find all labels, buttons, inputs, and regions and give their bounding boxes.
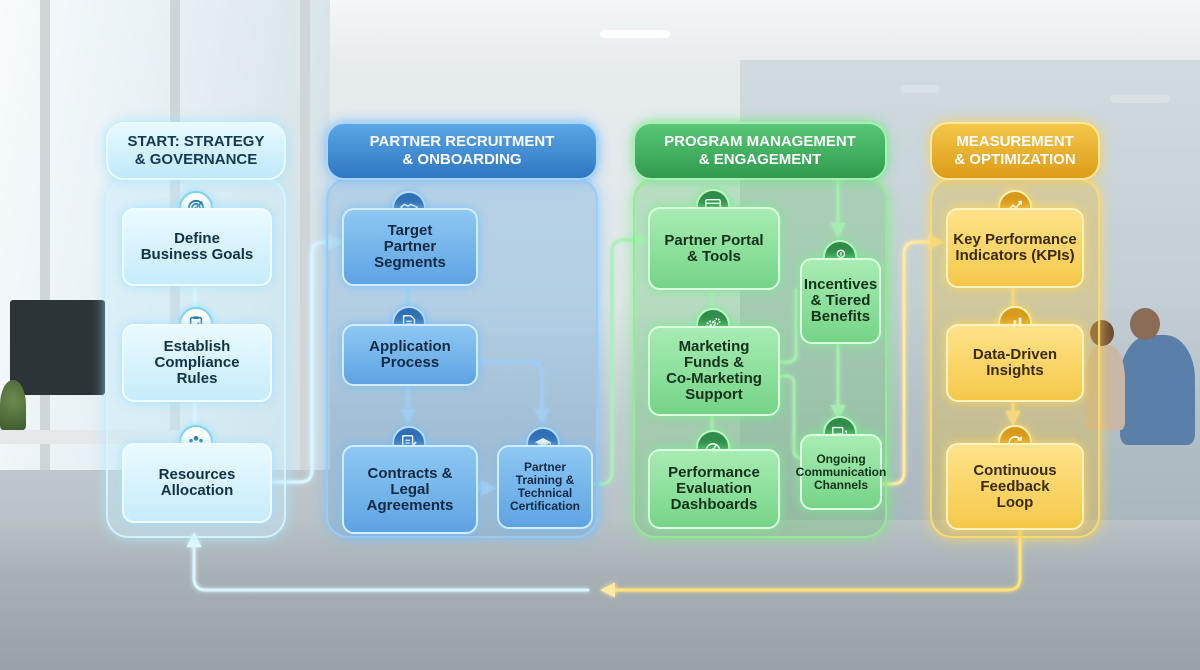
person-figure — [1085, 345, 1125, 430]
feedback-loop-cyan-return — [186, 532, 590, 592]
person-figure — [1120, 335, 1195, 445]
potted-plant — [0, 380, 26, 430]
connector-application-to-training — [472, 360, 550, 424]
person-head — [1130, 308, 1160, 340]
person-head — [1090, 320, 1114, 346]
step-establish-compliance-rules[interactable]: Establish Compliance Rules — [122, 324, 272, 402]
step-define-business-goals[interactable]: Define Business Goals — [122, 208, 272, 286]
connector-resources-to-segments — [268, 234, 344, 484]
connector-channels-to-kpis — [880, 234, 944, 486]
desk-monitor — [10, 300, 105, 395]
partner-recruitment-header: PARTNER RECRUITMENT & ONBOARDING — [326, 122, 598, 180]
step-application-process[interactable]: Application Process — [342, 324, 478, 386]
window-mullion — [300, 0, 310, 470]
step-contracts-legal-agreements[interactable]: Contracts & Legal Agreements — [342, 445, 478, 534]
step-continuous-feedback-loop[interactable]: Continuous Feedback Loop — [946, 443, 1084, 530]
window-mullion — [40, 0, 50, 470]
office-desk — [0, 430, 210, 444]
office-ceiling — [330, 0, 1200, 70]
measurement-optimization-header: MEASUREMENT & OPTIMIZATION — [930, 122, 1100, 180]
step-partner-portal-tools[interactable]: Partner Portal & Tools — [648, 207, 780, 290]
strategy-governance-header: START: STRATEGY & GOVERNANCE — [106, 122, 286, 180]
feedback-loop-gold-return — [600, 524, 1022, 598]
step-data-driven-insights[interactable]: Data-Driven Insights — [946, 324, 1084, 402]
connector-marketing-to-channels — [774, 374, 804, 460]
program-management-header: PROGRAM MANAGEMENT & ENGAGEMENT — [633, 122, 887, 180]
connector-marketing-to-incentives — [774, 288, 798, 364]
step-incentives-tiered-benefits[interactable]: Incentives & Tiered Benefits — [800, 258, 881, 344]
step-partner-training-certification[interactable]: Partner Training & Technical Certificati… — [497, 445, 593, 529]
step-performance-evaluation-dashboards[interactable]: Performance Evaluation Dashboards — [648, 449, 780, 529]
step-target-partner-segments[interactable]: Target Partner Segments — [342, 208, 478, 286]
step-resources-allocation[interactable]: Resources Allocation — [122, 443, 272, 523]
step-key-performance-indicators[interactable]: Key Performance Indicators (KPIs) — [946, 208, 1084, 288]
step-marketing-funds-co-marketing[interactable]: Marketing Funds & Co-Marketing Support — [648, 326, 780, 416]
connector-training-to-portal — [588, 232, 648, 486]
step-ongoing-communication-channels[interactable]: Ongoing Communication Channels — [796, 434, 886, 510]
ceiling-light — [600, 30, 670, 38]
